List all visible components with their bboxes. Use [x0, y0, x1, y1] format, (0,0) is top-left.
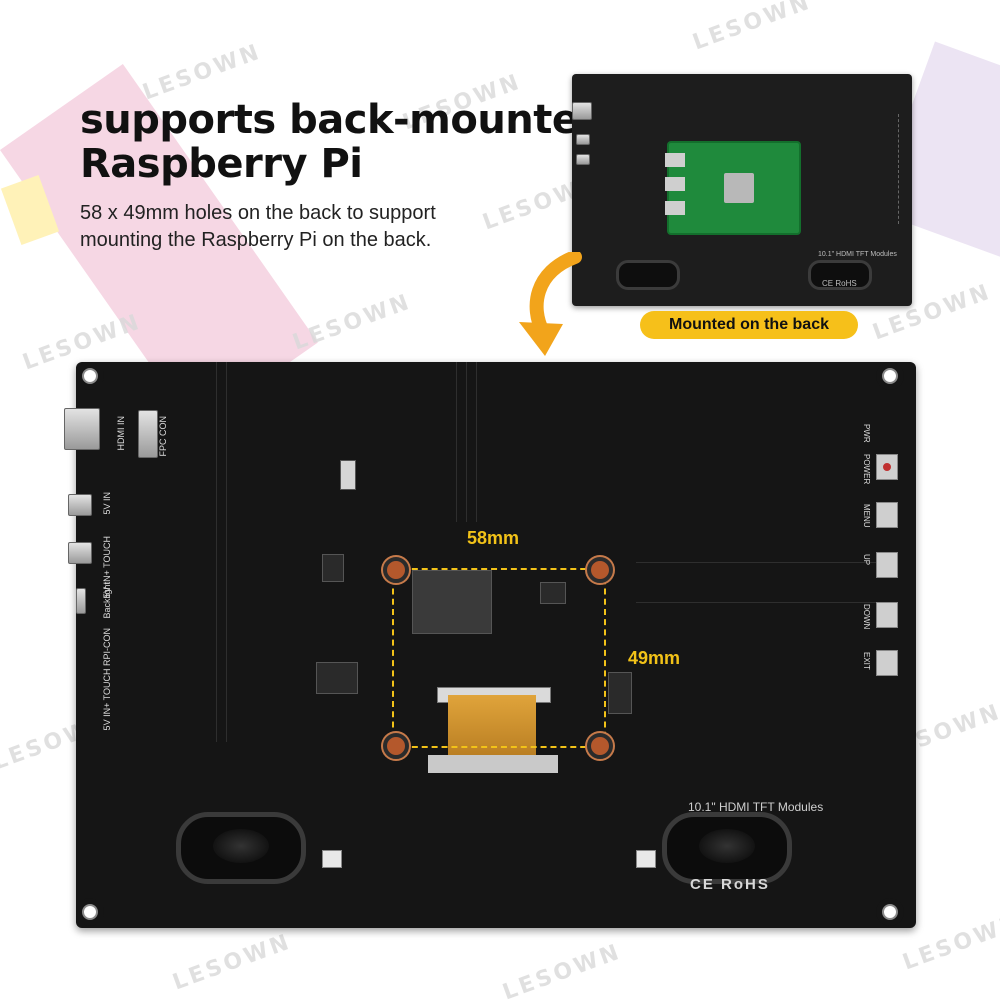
watermark: LESOWN	[689, 0, 815, 56]
mount-ear	[876, 898, 904, 926]
main-controller-chip	[412, 570, 492, 634]
mount-ear	[76, 362, 104, 390]
curved-arrow-icon	[519, 252, 582, 356]
headline-line-2: Raspberry Pi	[80, 141, 363, 187]
speaker	[616, 260, 680, 290]
mount-hole-dimension-box	[392, 568, 606, 748]
exit-button[interactable]	[876, 650, 898, 676]
module-label: 10.1" HDMI TFT Modules	[688, 800, 824, 814]
ethernet-port	[665, 153, 685, 167]
pcb-trace	[476, 362, 477, 522]
watermark: LESOWN	[289, 289, 415, 356]
certification-marks: CE RoHS	[822, 279, 857, 288]
pcb-trace	[226, 362, 227, 742]
mount-hole	[82, 904, 98, 920]
speaker-cone	[699, 829, 755, 863]
ic-chip	[322, 554, 344, 582]
main-board: HDMI IN FPC CON 5V IN 5V IN+ TOUCH Backl…	[64, 362, 916, 928]
power-button[interactable]	[876, 454, 898, 480]
usb-port	[665, 201, 685, 215]
down-button[interactable]	[876, 602, 898, 628]
usb-port	[665, 177, 685, 191]
pcb-trace	[636, 602, 876, 603]
usb-port	[576, 134, 590, 145]
speaker-left	[176, 812, 306, 884]
port-label-hdmi: HDMI IN	[116, 416, 126, 451]
mounted-badge: Mounted on the back	[640, 311, 858, 339]
certification-marks: CE RoHS	[690, 876, 770, 893]
mounted-board-photo: 10.1" HDMI TFT Modules CE RoHS	[572, 74, 912, 306]
hdmi-in-port[interactable]	[64, 408, 100, 450]
port-label-rpi-con: 5V IN+ TOUCH RPI-CON	[102, 628, 112, 731]
5v-touch-port[interactable]	[68, 542, 92, 564]
pcb-trace	[216, 362, 217, 742]
up-button[interactable]	[876, 552, 898, 578]
button-column	[898, 114, 909, 224]
5v-in-port[interactable]	[68, 494, 92, 516]
ffc-cable-tail	[428, 755, 558, 773]
fpc-connector	[138, 410, 158, 458]
speaker-connector	[636, 850, 656, 868]
headline: supports back-mounted Raspberry Pi	[80, 98, 607, 186]
ic-chip	[540, 582, 566, 604]
ic-chip	[316, 662, 358, 694]
description: 58 x 49mm holes on the back to support m…	[80, 202, 436, 251]
power-led-icon	[883, 463, 891, 471]
mount-ear	[876, 362, 904, 390]
backlight-switch[interactable]	[76, 588, 86, 614]
port-label-backlight: Backlight	[102, 582, 112, 619]
rpi-mount-post	[383, 557, 409, 583]
raspberry-pi-board	[665, 141, 801, 235]
module-label: 10.1" HDMI TFT Modules	[818, 251, 897, 258]
port-label-fpc: FPC CON	[158, 416, 168, 457]
speaker-cone	[213, 829, 269, 863]
button-label-power: POWER	[862, 454, 871, 485]
height-dimension-label: 49mm	[628, 648, 681, 668]
mount-hole	[882, 904, 898, 920]
speaker-right	[662, 812, 792, 884]
pcb-trace	[456, 362, 457, 522]
headline-line-1: supports back-mounted	[80, 97, 607, 143]
mount-ear	[76, 898, 104, 926]
button-label-menu: MENU	[862, 504, 871, 528]
rpi-mount-post	[383, 733, 409, 759]
connector	[340, 460, 356, 490]
mount-hole	[882, 368, 898, 384]
speaker-connector	[322, 850, 342, 868]
rpi-mount-post	[587, 557, 613, 583]
raspberry-pi-chip	[724, 173, 754, 203]
button-label-pwr: PWR	[862, 424, 871, 443]
menu-button[interactable]	[876, 502, 898, 528]
watermark: LESOWN	[139, 39, 265, 106]
watermark: LESOWN	[169, 929, 295, 996]
mount-hole	[82, 368, 98, 384]
watermark: LESOWN	[499, 939, 625, 1006]
button-label-exit: EXIT	[862, 652, 871, 670]
button-label-up: UP	[862, 554, 871, 566]
pcb-trace	[636, 562, 876, 563]
usb-port	[576, 154, 590, 165]
ffc-cable	[448, 695, 536, 765]
width-dimension-label: 58mm	[467, 528, 520, 548]
port-label-5v: 5V IN	[102, 492, 112, 515]
rpi-mount-post	[587, 733, 613, 759]
speaker	[808, 260, 872, 290]
button-label-down: DOWN	[862, 604, 871, 630]
pcb-trace	[466, 362, 467, 522]
hdmi-port	[572, 102, 592, 120]
ic-chip	[608, 672, 632, 714]
